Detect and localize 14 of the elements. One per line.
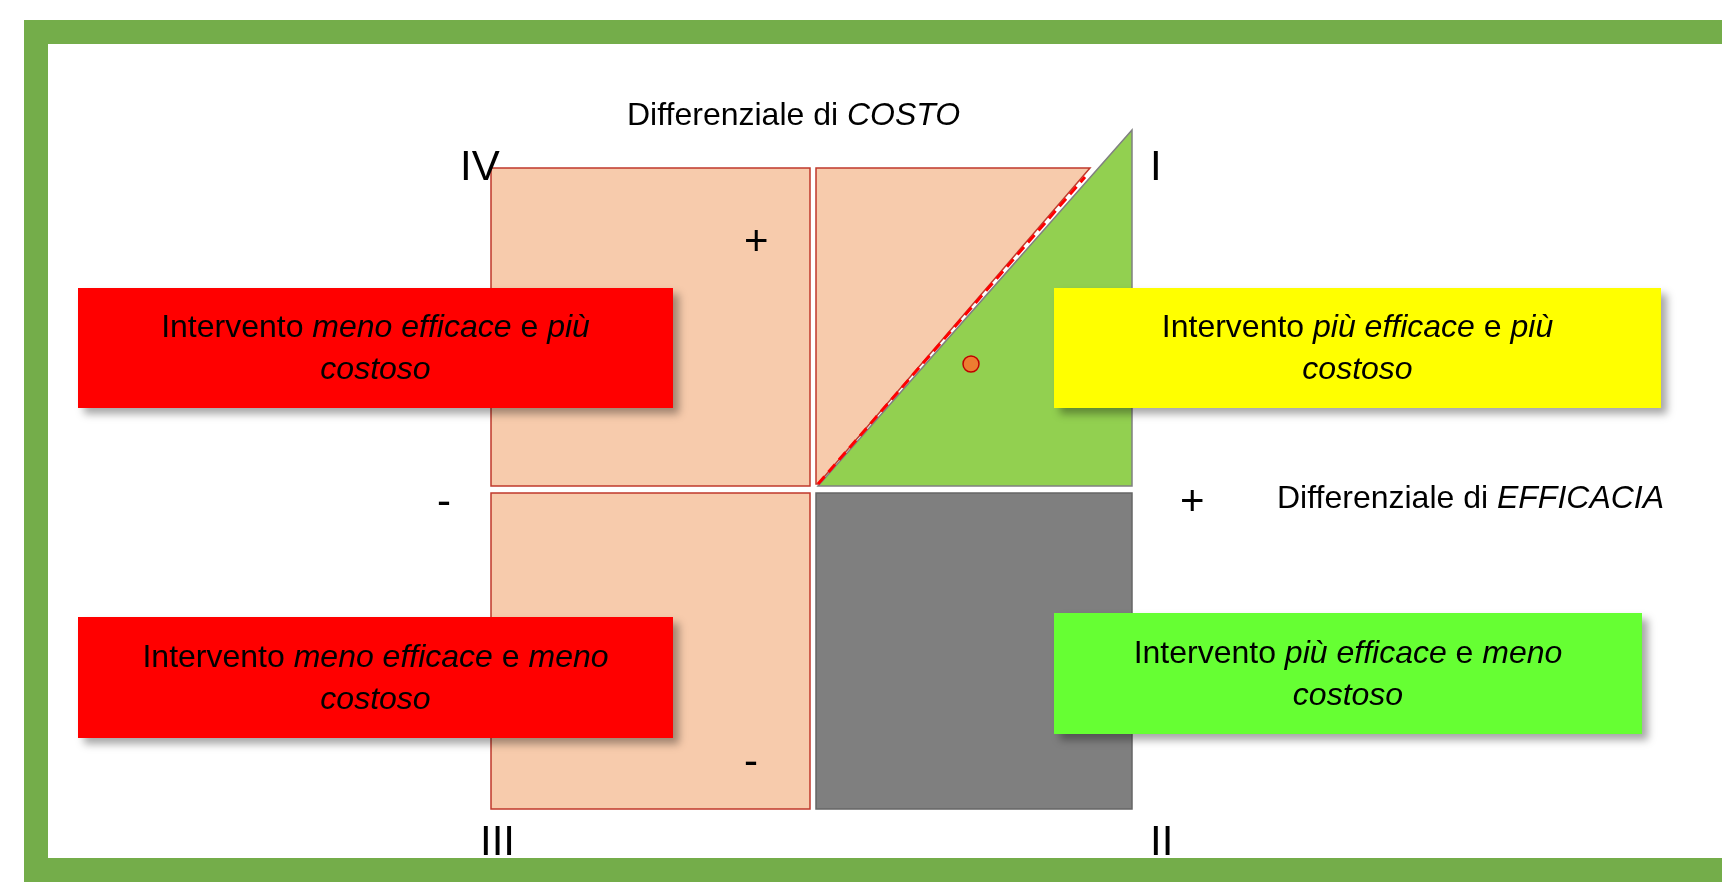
sign-label: - [744, 740, 758, 782]
axis-title: Differenziale di EFFICACIA [1277, 481, 1665, 513]
quadrant-number: III [480, 820, 515, 862]
sign-label: + [1180, 480, 1205, 522]
quadrant-number: I [1150, 145, 1162, 187]
quadrant-label-box: Intervento più efficace e meno costoso [1054, 613, 1642, 734]
quadrant-label-box: Intervento meno efficace e più costoso [78, 288, 673, 408]
quadrant-label-box: Intervento meno efficace e meno costoso [78, 617, 673, 738]
sign-label: + [744, 220, 769, 262]
quadrant-number: II [1150, 820, 1174, 862]
quadrant-label-box: Intervento più efficace e più costoso [1054, 288, 1661, 408]
axis-title: Differenziale di COSTO [627, 98, 961, 130]
sign-label: - [437, 480, 451, 522]
quadrant-number: IV [460, 145, 500, 187]
